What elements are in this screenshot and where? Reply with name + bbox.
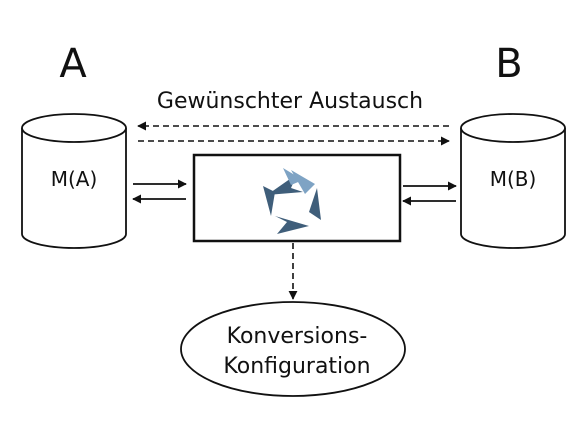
configuration-label-line2: Konfiguration bbox=[223, 354, 370, 379]
system-a-letter: A bbox=[59, 41, 87, 87]
configuration-label-line1: Konversions- bbox=[227, 324, 368, 349]
conversion-configuration: Konversions- Konfiguration bbox=[180, 301, 406, 397]
database-a-label: M(A) bbox=[51, 167, 98, 191]
database-a: M(A) bbox=[21, 113, 127, 249]
desired-exchange-label: Gewünschter Austausch bbox=[157, 89, 423, 114]
database-b: M(B) bbox=[460, 113, 566, 249]
database-b-label: M(B) bbox=[490, 167, 537, 191]
converter-swirl-icon bbox=[263, 168, 321, 234]
system-b-letter: B bbox=[495, 41, 522, 87]
